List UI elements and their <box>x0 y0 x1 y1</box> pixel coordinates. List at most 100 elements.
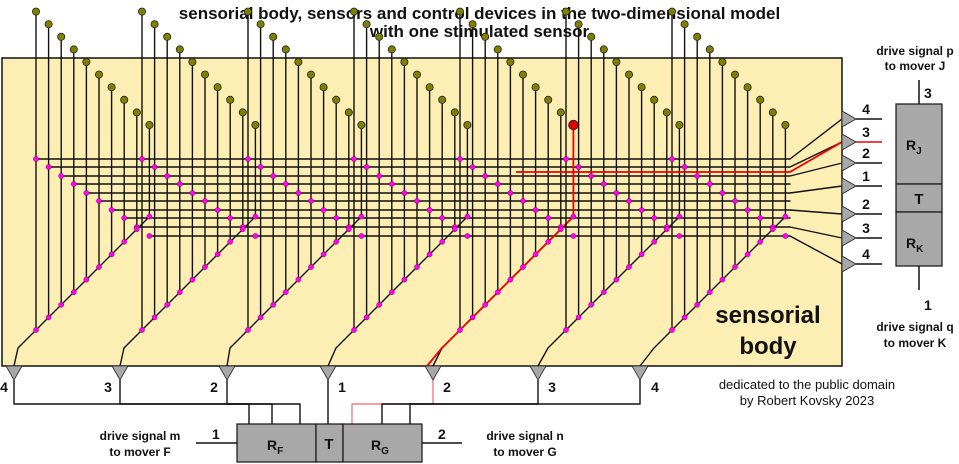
sensor-head <box>481 32 490 41</box>
right-top-caption-1: drive signal p <box>876 44 953 58</box>
right-input-label: 2 <box>862 145 870 161</box>
collector-junction <box>376 301 383 308</box>
wire-junction <box>426 207 433 213</box>
collector-junction <box>545 238 552 245</box>
collector-junction <box>96 264 102 270</box>
sensor-head <box>680 20 689 29</box>
sensor-head <box>362 20 371 29</box>
right-input-triangle <box>841 110 857 128</box>
wire-junction <box>146 233 153 239</box>
collector-junction <box>245 327 251 333</box>
right-input-label: 2 <box>862 196 870 212</box>
right-bottom-caption-1: drive signal q <box>876 320 953 334</box>
wire-junction <box>252 233 259 239</box>
sensor-head <box>599 45 608 54</box>
wire-junction <box>401 190 408 196</box>
collector-junction <box>575 314 582 321</box>
collector-junction <box>707 289 713 296</box>
sensor-head <box>132 108 141 117</box>
sensor-head <box>781 121 790 130</box>
sensor-head <box>375 32 384 41</box>
collector-junction <box>320 251 327 258</box>
collector-junction <box>439 238 446 245</box>
wire-junction <box>358 233 365 239</box>
sensor-head <box>650 95 659 104</box>
collector-junction <box>252 213 259 220</box>
collector-junction <box>333 238 340 245</box>
bottom-right-caption-1: drive signal n <box>486 429 563 443</box>
wire-junction <box>681 164 688 170</box>
wire-junction <box>45 164 52 170</box>
wire-junction <box>257 164 264 170</box>
wire-junction <box>563 156 569 162</box>
collector-junction <box>613 276 620 283</box>
collector-wire <box>226 216 362 367</box>
wire-junction <box>782 233 789 239</box>
collector-junction <box>601 289 607 296</box>
sensor-head <box>188 58 197 67</box>
sensor-head <box>625 70 634 79</box>
sensor-head <box>82 58 91 67</box>
collector-junction <box>239 226 246 232</box>
right-top-number: 3 <box>924 85 932 101</box>
collector-junction <box>176 289 183 296</box>
wire-junction <box>189 190 196 196</box>
sensor-head <box>349 7 358 16</box>
collector-junction <box>414 264 420 270</box>
wire-junction <box>245 156 251 162</box>
bottom-input-triangle <box>631 365 649 381</box>
wire-junction <box>376 173 383 179</box>
right-input-label: 4 <box>862 246 870 262</box>
collector-junction <box>351 327 357 333</box>
sensor-head <box>693 32 702 41</box>
sensor-head <box>251 121 260 130</box>
wire-junction <box>121 215 127 221</box>
bottom-input-label: 2 <box>210 379 218 395</box>
collector-junction <box>146 213 153 220</box>
collector-junction <box>121 238 127 245</box>
sensor-head <box>69 45 78 54</box>
bottom-input-triangle <box>218 365 236 381</box>
sensor-head <box>175 45 184 54</box>
bottom-route <box>226 380 301 424</box>
sensor-head <box>238 108 247 117</box>
right-t-label: T <box>914 191 923 208</box>
bottom-right-number: 2 <box>438 426 446 442</box>
wire-junction <box>532 207 539 213</box>
sensor-head <box>145 121 154 130</box>
wire-junction <box>669 156 675 162</box>
sensor-head <box>412 70 421 79</box>
wire-junction <box>482 173 489 179</box>
input-triangle-layer <box>5 110 857 381</box>
wire-junction <box>520 198 526 204</box>
wire-junction <box>388 181 395 187</box>
sensor-head <box>612 58 621 67</box>
bottom-route <box>409 380 641 424</box>
collector-junction <box>457 327 463 333</box>
sensor-head <box>200 70 209 79</box>
right-bottom-number: 1 <box>924 297 932 313</box>
sensor-head <box>556 108 565 117</box>
svg-text:RJ: RJ <box>906 137 922 157</box>
sensor-head <box>243 7 252 16</box>
rg-subscript: G <box>381 446 389 457</box>
right-branch-wire <box>789 185 843 194</box>
sensor-head <box>44 20 53 29</box>
right-input-label: 3 <box>862 220 870 236</box>
collector-junction <box>494 289 501 296</box>
dedication-note: dedicated to the public domain by Robert… <box>712 377 902 409</box>
bottom-input-triangle <box>5 365 23 381</box>
collector-junction <box>563 327 569 333</box>
sensor-head <box>562 7 571 16</box>
collector-junction <box>570 213 577 220</box>
right-branch-wire <box>789 118 843 160</box>
collector-junction <box>133 226 140 232</box>
wire-junction <box>439 215 446 221</box>
wire-junction <box>719 190 726 196</box>
wire-junction <box>270 173 277 179</box>
bottom-input-label: 3 <box>104 379 112 395</box>
wire-junction <box>613 190 620 196</box>
collector-junction <box>638 251 645 258</box>
active-bottom-route <box>351 380 434 424</box>
